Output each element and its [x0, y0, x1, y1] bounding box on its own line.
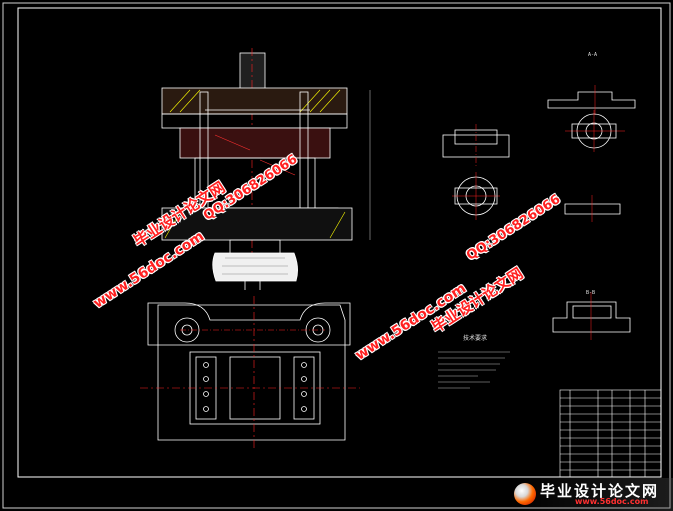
tech-requirements-title: 技术要求: [463, 335, 488, 342]
inner-frame: [17, 7, 662, 478]
assembly-section-view: [161, 48, 371, 290]
view-label-a: A-A: [588, 52, 598, 58]
footer-site-url: www.56doc.com: [575, 497, 649, 506]
globe-logo-icon: [514, 483, 536, 505]
technical-notes-lines: [438, 351, 510, 389]
part-detail-views: [442, 85, 636, 340]
view-label-b: B-B: [586, 290, 596, 296]
footer-site-name: 毕业设计论文网: [540, 482, 660, 500]
footer-logo-background: [509, 478, 673, 511]
title-block: [559, 389, 662, 478]
assembly-plan-view: [140, 296, 360, 448]
